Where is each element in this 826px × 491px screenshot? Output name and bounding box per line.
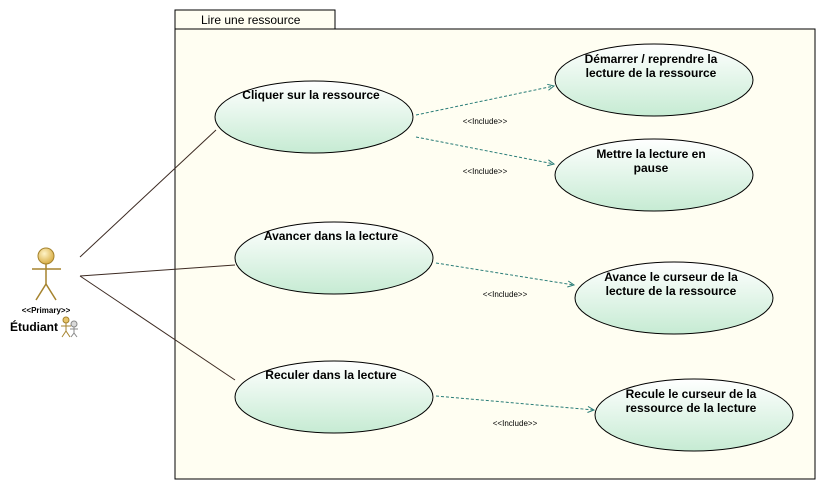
include-usecase-cliquer-ressource-to-usecase-mettre-en-pause: <<Include>> [415,136,556,176]
usecase-label-line: ressource de la lecture [626,401,757,415]
association-actor-etudiant-usecase-cliquer-ressource [79,129,217,258]
actor-right-leg [45,283,57,301]
include-label: <<Include>> [493,419,538,428]
include-usecase-cliquer-ressource-to-usecase-demarrer-reprendre: <<Include>> [415,83,556,126]
actor-group-icon [61,316,78,338]
usecase-ellipse [554,43,754,117]
usecase-ellipse [594,378,794,452]
usecase-label-line: Avance le curseur de la [604,270,738,284]
include-line [415,85,555,116]
usecase-ellipse [214,80,414,154]
usecase-avancer-lecture[interactable]: Avancer dans la lecture [234,221,434,295]
package-title: Lire une ressource [201,13,301,27]
actor-stereotype: <<Primary>> [22,306,71,315]
include-arrowhead [567,280,576,288]
include-relations: <<Include>> <<Include>> <<Include>> <<Inclu… [415,83,596,428]
usecase-label-line: Recule le curseur de la [626,387,757,401]
include-label: <<Include>> [463,167,508,176]
usecase-label-line: lecture de la ressource [586,66,717,80]
usecase-label-line: Mettre la lecture en [596,147,705,161]
usecase-label-line: pause [634,161,669,175]
usecase-ellipse [574,261,774,335]
usecase-label-line: Cliquer sur la ressource [242,88,380,102]
package-tab [174,9,336,30]
include-label: <<Include>> [463,117,508,126]
usecase-ellipse [234,360,434,434]
association-actor-etudiant-usecase-reculer-lecture [79,275,236,381]
usecase-label-line: lecture de la ressource [606,284,737,298]
usecase-label-line: Démarrer / reprendre la [585,52,718,66]
include-label: <<Include>> [483,290,528,299]
association-actor-etudiant-usecase-avancer-lecture [79,264,236,277]
usecase-ellipse [554,138,754,212]
association-lines [79,129,236,381]
include-arrowhead [547,83,556,91]
use-cases: Cliquer sur la ressource Démarrer / repre… [214,43,794,452]
include-line [435,262,575,286]
include-arrowhead [587,405,596,413]
usecase-cliquer-ressource[interactable]: Cliquer sur la ressource [214,80,414,154]
usecase-ellipse [234,221,434,295]
actor-name: Étudiant [10,319,58,334]
actor-etudiant[interactable]: <<Primary>> Étudiant [10,247,78,338]
include-line [415,136,555,165]
usecase-reculer-lecture[interactable]: Reculer dans la lecture [234,360,434,434]
include-line [435,395,595,411]
usecase-label-line: Avancer dans la lecture [264,229,399,243]
actor-left-leg [35,283,47,301]
actor-head [37,247,55,265]
include-usecase-reculer-lecture-to-usecase-recule-curseur: <<Include>> [435,395,596,428]
include-arrowhead [547,159,556,167]
usecase-label-line: Reculer dans la lecture [265,368,397,382]
include-usecase-avancer-lecture-to-usecase-avance-curseur: <<Include>> [435,262,576,299]
